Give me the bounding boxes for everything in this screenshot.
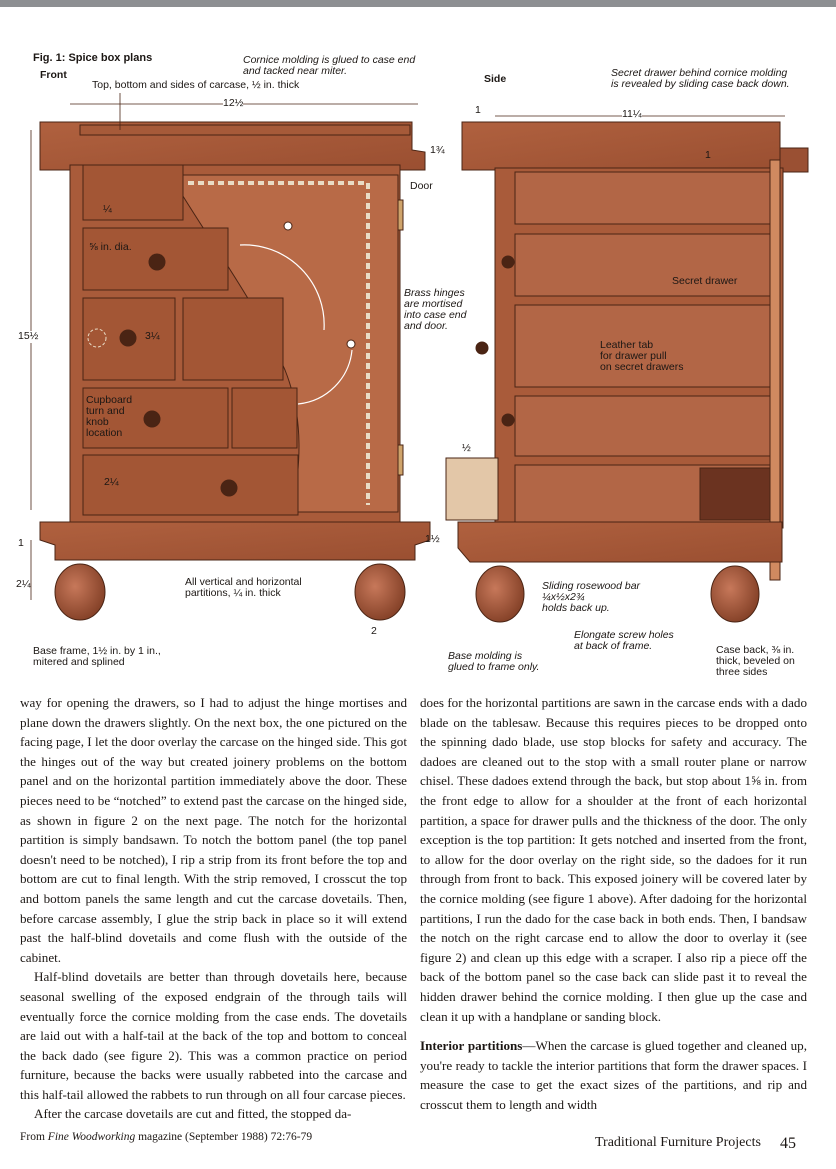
sliding-bar-line2: ¼x½x2¾ [542,591,585,603]
base-frame-dimension: 1 [18,537,24,549]
article-column-right: does for the horizontal partitions are s… [420,693,807,1114]
base-molding-line1: Base molding is [448,650,523,662]
leather-tab-line2: for drawer pull [600,350,667,362]
spice-box-figure: Fig. 1: Spice box plans Front Side Corni… [16,52,809,678]
paragraph: way for opening the drawers, so I had to… [20,695,407,965]
front-view [30,93,431,621]
front-width-dimension: 12½ [223,97,244,110]
paragraph-text: When the carcase is glued together and c… [420,1038,807,1112]
sliding-bar-line1: Sliding rosewood bar [542,580,641,592]
cupboard-line3: knob [86,416,109,428]
door-label: Door [410,180,433,192]
cupboard-line4: location [86,427,123,439]
knob-diameter-label: ⅝ in. dia. [89,241,132,253]
page-number: 45 [780,1135,796,1152]
paragraph: Interior partitions—When the carcase is … [420,1036,807,1114]
leather-tab-line1: Leather tab [600,339,654,351]
source-suffix: magazine (September 1988) 72:76-79 [135,1131,313,1143]
top-bottom-note: Top, bottom and sides of carcase, ½ in. … [92,79,300,91]
magazine-name: Fine Woodworking [47,1131,136,1143]
section-heading: Interior partitions [420,1038,523,1054]
quarter-dimension: ¼ [103,203,112,215]
case-back-line2: thick, beveled on [716,655,795,667]
article-column-left: way for opening the drawers, so I had to… [20,693,407,1124]
base-height-dimension: 1½ [425,533,440,545]
cornice-height-dimension: 1¾ [430,144,445,156]
secret-note-line2: is revealed by sliding case back down. [611,78,790,90]
figure-caption: Fig. 1: Spice box plans [33,52,153,64]
side-view-label: Side [484,73,507,85]
secret-drawer-depth-dimension: 1 [705,149,711,161]
paragraph: does for the horizontal partitions are s… [420,695,807,1024]
heading-dash: — [522,1038,536,1054]
overall-height-dimension: 15½ [18,330,39,343]
base-frame-line2: mitered and splined [33,656,125,668]
source-prefix: From [20,1131,48,1143]
drawer-height-dimension: 3¼ [145,330,160,342]
foot-height-dimension: 2¼ [16,578,31,590]
scan-edge-bar [0,0,836,7]
elongate-line1: Elongate screw holes [574,629,674,641]
partitions-line1: All vertical and horizontal [185,576,302,588]
case-back-line1: Case back, ⅜ in. [716,644,795,656]
side-width-dimension: 11¼ [622,108,642,121]
leather-tab-line3: on secret drawers [600,361,684,373]
base-molding-line2: glued to frame only. [448,661,540,673]
secret-drawer-label: Secret drawer [672,275,738,287]
front-view-label: Front [40,69,67,81]
side-offset-dimension: 1 [475,104,481,116]
cornice-note-line2: and tacked near miter. [243,65,348,77]
paragraph: After the carcase dovetails are cut and … [34,1106,352,1122]
base-frame-line1: Base frame, 1½ in. by 1 in., [33,645,161,657]
spice-box-drawing [30,93,809,623]
brass-hinges-line4: and door. [404,320,448,332]
brass-hinges-line3: into case end [404,309,467,321]
sliding-bar-line3: holds back up. [542,602,610,614]
secret-note-line1: Secret drawer behind cornice molding [611,67,788,79]
paragraph: Half-blind dovetails are better than thr… [20,969,407,1102]
cornice-note-line1: Cornice molding is glued to case end [243,54,416,66]
foot-spacing-dimension: 2 [371,625,377,637]
case-back-line3: three sides [716,666,768,678]
book-title: Traditional Furniture Projects [595,1135,761,1150]
brass-hinges-line2: are mortised [404,298,463,310]
side-view [445,115,809,623]
partitions-line2: partitions, ¼ in. thick [185,587,281,599]
brass-hinges-line1: Brass hinges [404,287,465,299]
cupboard-line2: turn and [86,405,125,417]
source-credit: From Fine Woodworking magazine (Septembe… [20,1131,312,1143]
half-dimension: ½ [462,442,471,454]
cupboard-line1: Cupboard [86,394,133,406]
elongate-line2: at back of frame. [574,640,653,652]
bottom-drawer-dimension: 2¼ [104,476,119,488]
